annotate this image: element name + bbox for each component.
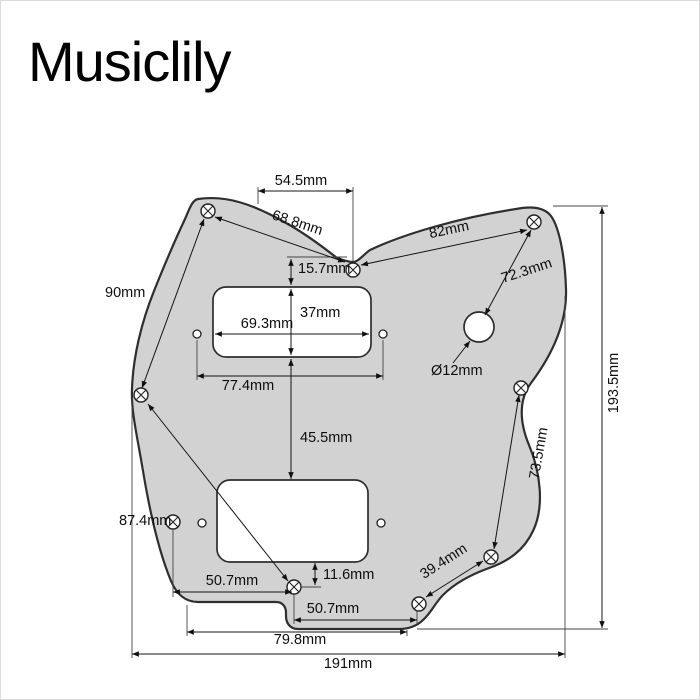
dim-label-bottom-tab-span: 50.7mm [307,601,359,617]
dim-line-upper-left-edge [141,218,205,389]
dim-line-lower-left-edge [147,403,289,582]
screw-hole-top-middle [345,262,361,278]
dim-label-overall-width: 191mm [324,656,372,672]
dim-label-upper-left-edge: 90mm [105,285,145,301]
screw-hole-bottom-right-inner [411,596,427,612]
screw-hole-cross [529,217,539,227]
screw-hole-top-left [200,203,216,219]
dim-line-upper-left-diagonal [214,216,346,263]
screw-hole-cross [136,390,146,400]
dim-label-top-span: 54.5mm [275,173,327,189]
dim-label-control-hole-diameter: Ø12mm [431,363,483,379]
dim-line-bottom-right-span [425,560,484,598]
dim-label-bottom-tab-offset: 11.6mm [323,567,374,583]
screw-hole-cross [348,265,358,275]
brand-logo: Musiclily [28,30,232,93]
bridge-pickup-screw-left [197,518,207,528]
screw-hole-right-middle [513,380,529,396]
leader-line-control-hole-diameter [452,340,471,364]
screw-hole-cross [486,552,496,562]
control-hole [463,311,495,343]
neck-pickup-screw-left [192,329,202,339]
dim-label-lower-right-edge: 73.5mm [527,426,552,480]
dim-line-lower-right-edge [492,394,521,550]
screw-hole-left-middle [133,387,149,403]
screw-hole-cross [414,599,424,609]
dim-label-neck-pickup-outer-width: 77.4mm [222,378,274,394]
screw-hole-top-right [526,214,542,230]
screw-hole-cross [203,206,213,216]
dim-line-control-hole-diagonal [484,229,532,316]
screw-hole-cross [516,383,526,393]
dim-label-pickup-gap: 45.5mm [300,430,352,446]
neck-pickup-screw-right [378,329,388,339]
dim-label-lower-left-edge: 87.4mm [119,513,171,529]
dim-label-neck-pickup-inner-width: 69.3mm [241,316,293,332]
dim-label-bottom-span: 79.8mm [274,632,326,648]
screw-hole-bottom-right [483,549,499,565]
dim-label-overall-height: 193.5mm [606,353,622,413]
dim-label-neck-pickup-top-offset: 15.7mm [298,261,350,277]
bridge-pickup-screw-right [376,518,386,528]
bridge-pickup-cutout [216,479,369,563]
dim-label-bottom-left-span: 50.7mm [206,573,258,589]
dim-label-neck-pickup-height: 37mm [300,305,340,321]
